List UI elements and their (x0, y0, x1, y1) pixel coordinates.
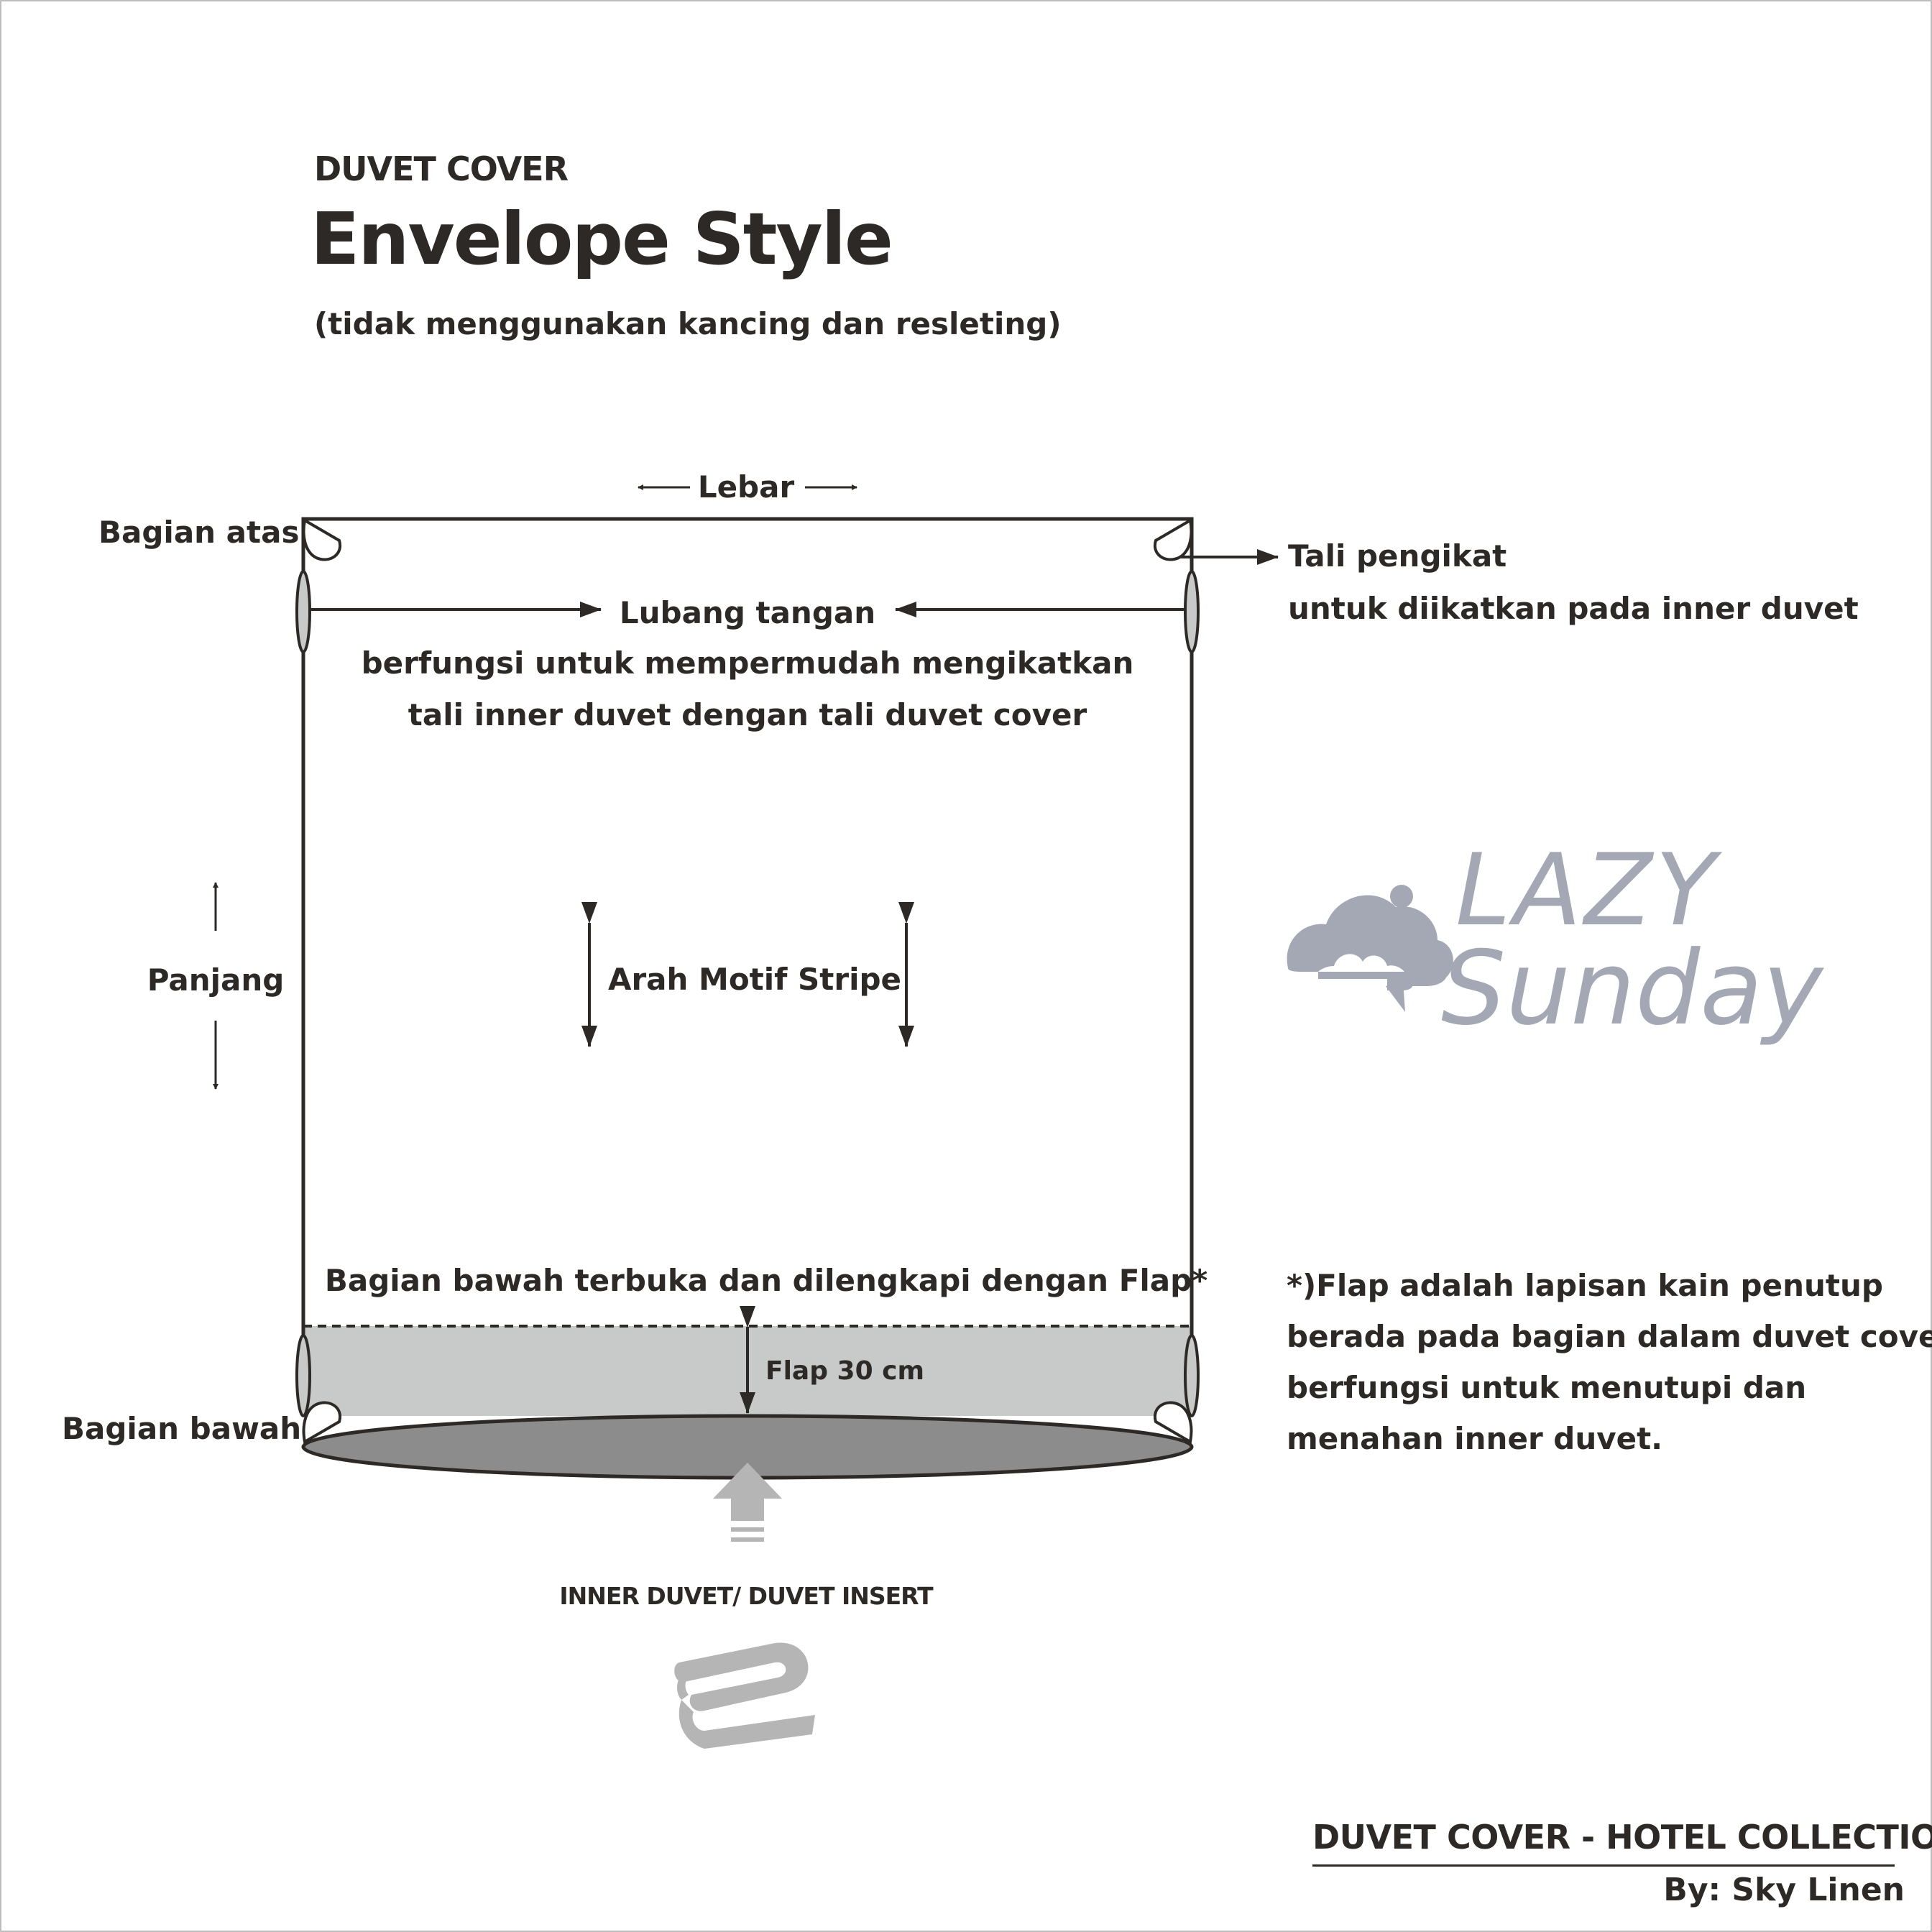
arrow-up-icon (713, 1463, 782, 1542)
header-category: DUVET COVER (314, 150, 569, 188)
hand-hole-bottom-right (1184, 1334, 1200, 1417)
flap-size-label: Flap 30 cm (765, 1356, 925, 1386)
length-label: Panjang (147, 962, 285, 998)
hand-hole-top-left (295, 570, 311, 653)
footer-title: DUVET COVER - HOTEL COLLECTION (1312, 1818, 1932, 1857)
tie-loop-bottom-left (302, 1401, 342, 1445)
footer-byline: By: Sky Linen (1663, 1872, 1905, 1908)
tie-description: untuk diikatkan pada inner duvet (1288, 591, 1859, 626)
page-title: Envelope Style (310, 197, 893, 281)
cover-outline (301, 517, 1194, 1416)
hand-hole-bottom-left (295, 1334, 311, 1417)
width-label: Lebar (697, 469, 795, 505)
folded-blanket-icon (674, 1642, 815, 1749)
hand-hole-label: Lubang tangan (619, 595, 876, 630)
bottom-part-label: Bagian bawah (62, 1411, 302, 1446)
tie-label: Tali pengikat (1288, 538, 1507, 574)
bottom-open-label: Bagian bawah terbuka dan dilengkapi deng… (324, 1263, 1208, 1298)
tie-loop-top-left (302, 518, 342, 561)
logo-text-lazy: LAZY (1455, 832, 1719, 948)
footnote-line: berada pada bagian dalam duvet cover, (1287, 1319, 1932, 1354)
tie-loop-top-right (1153, 518, 1193, 561)
footer-divider (1312, 1864, 1895, 1867)
logo-text-sunday: Sunday (1441, 929, 1823, 1048)
hand-hole-desc-line-1: berfungsi untuk mempermudah mengikatkan (361, 645, 1134, 681)
page-subtitle: (tidak menggunakan kancing dan resleting… (314, 306, 1062, 341)
hand-hole-top-right (1184, 570, 1200, 653)
flap-footnote: *)Flap adalah lapisan kain penutup berad… (1287, 1260, 1932, 1464)
footnote-line: *)Flap adalah lapisan kain penutup (1287, 1268, 1883, 1303)
hand-hole-desc-line-2: tali inner duvet dengan tali duvet cover (408, 697, 1087, 732)
inner-duvet-label: INNER DUVET/ DUVET INSERT (559, 1582, 933, 1610)
top-part-label: Bagian atas (98, 515, 300, 550)
tie-loop-bottom-right (1153, 1401, 1193, 1445)
stripe-direction-label: Arah Motif Stripe (607, 962, 902, 997)
cloud-icon (1287, 885, 1453, 1012)
footnote-line: berfungsi untuk menutupi dan (1287, 1370, 1807, 1405)
footnote-line: menahan inner duvet. (1287, 1421, 1663, 1456)
